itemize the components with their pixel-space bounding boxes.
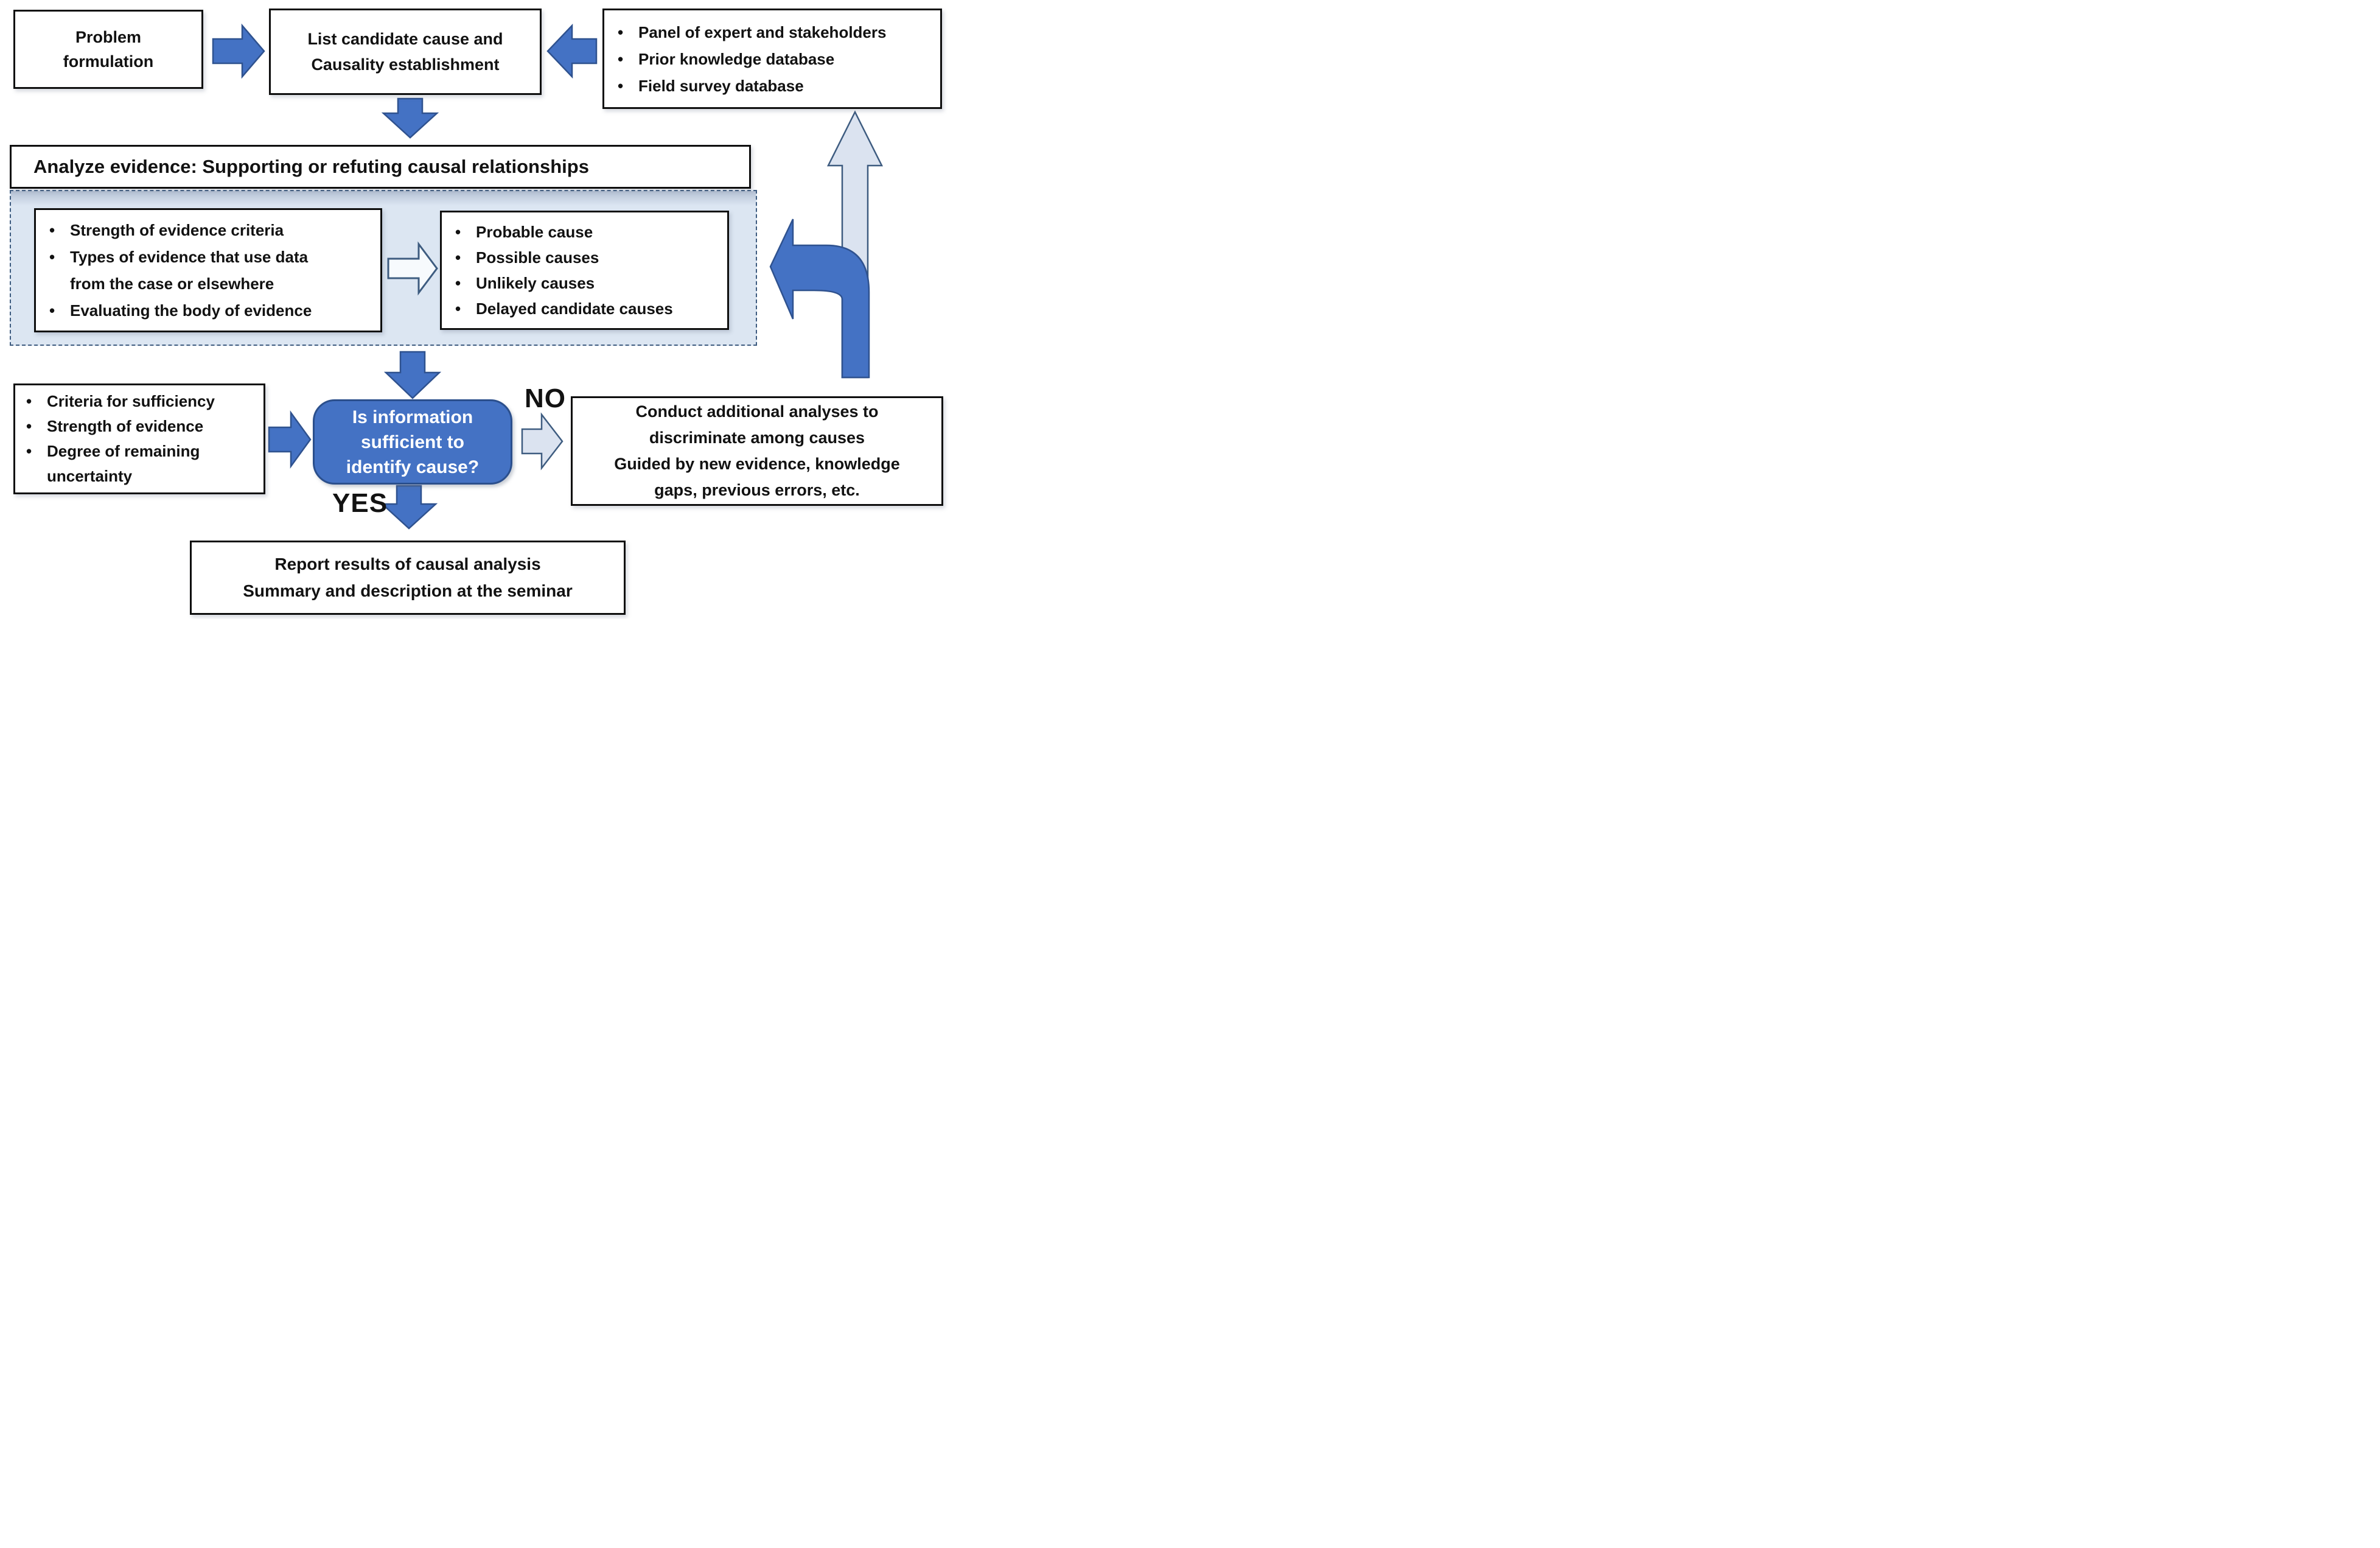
box-text-line: Causality establishment	[311, 55, 500, 74]
list-item-text: Delayed candidate causes	[476, 299, 673, 318]
sufficiency-criteria-box: • Criteria for sufficiency • Strength of…	[13, 383, 265, 494]
bullet-icon: •	[618, 76, 624, 95]
list-candidate-cause-box: List candidate cause and Causality estab…	[269, 9, 542, 95]
report-results-box: Report results of causal analysis Summar…	[190, 541, 626, 615]
bullet-icon: •	[49, 221, 55, 239]
box-text-line: gaps, previous errors, etc.	[654, 481, 860, 499]
decision-text-line: identify cause?	[346, 457, 480, 477]
arrow-list-to-analyze	[381, 97, 439, 139]
list-item-text: Strength of evidence criteria	[70, 221, 284, 239]
list-item-text: Panel of expert and stakeholders	[638, 23, 887, 41]
additional-analyses-box: Conduct additional analyses to discrimin…	[571, 396, 943, 506]
list-item-text: Probable cause	[476, 223, 593, 241]
list-item: • Strength of evidence	[24, 414, 259, 439]
no-branch-label: NO	[525, 383, 566, 413]
box-text-line: Summary and description at the seminar	[243, 581, 573, 600]
bullet-icon: •	[455, 274, 461, 292]
list-item-text: Prior knowledge database	[638, 49, 835, 68]
bullet-icon: •	[455, 299, 461, 318]
feedback-bent-left-arrow	[769, 219, 870, 379]
bullet-icon: •	[618, 23, 624, 41]
list-item: • Delayed candidate causes	[453, 296, 722, 321]
bullet-icon: •	[455, 248, 461, 267]
list-item: • Possible causes	[453, 245, 722, 270]
box-text-line: Problem	[75, 28, 142, 46]
box-text-line: Conduct additional analyses to	[635, 402, 879, 421]
list-item-text: Strength of evidence	[47, 417, 204, 435]
decision-text-line: Is information	[352, 407, 473, 427]
list-item: • Probable cause	[453, 219, 722, 245]
box-text-line: Guided by new evidence, knowledge	[614, 455, 900, 473]
bullet-icon: •	[26, 392, 32, 410]
list-item-text: Degree of remaining uncertainty	[47, 442, 200, 485]
bullet-icon: •	[26, 417, 32, 435]
bullet-icon: •	[49, 248, 55, 266]
list-item-text: Field survey database	[638, 76, 804, 95]
arrow-yes-to-report	[380, 485, 438, 530]
evidence-criteria-box: • Strength of evidence criteria • Types …	[34, 208, 382, 332]
list-item-text: Unlikely causes	[476, 274, 595, 292]
bullet-icon: •	[49, 301, 55, 320]
problem-formulation-box: Problem formulation	[13, 10, 203, 89]
arrow-no-to-conduct	[521, 412, 564, 471]
box-text-line: Report results of causal analysis	[274, 555, 541, 573]
list-item-text: Criteria for sufficiency	[47, 392, 215, 410]
decision-text-line: sufficient to	[361, 432, 464, 452]
decision-node: Is information sufficient to identify ca…	[313, 399, 512, 485]
bullet-icon: •	[455, 223, 461, 241]
arrow-region-to-decision	[383, 351, 442, 399]
box-text-line: discriminate among causes	[649, 429, 865, 447]
list-item: • Degree of remaining uncertainty	[24, 439, 259, 489]
causal-analysis-flowchart: Problem formulation List candidate cause…	[0, 0, 952, 619]
list-item: • Types of evidence that use data from t…	[47, 243, 375, 297]
feedback-up-arrow	[826, 110, 884, 379]
box-text-line: formulation	[63, 52, 154, 71]
list-item: • Criteria for sufficiency	[24, 389, 259, 414]
arrow-panel-to-list	[546, 23, 598, 79]
list-item-text: Evaluating the body of evidence	[70, 301, 312, 320]
knowledge-sources-box: • Panel of expert and stakeholders • Pri…	[602, 9, 942, 109]
list-item: • Evaluating the body of evidence	[47, 297, 375, 324]
box-text-line: List candidate cause and	[307, 30, 503, 48]
list-item: • Prior knowledge database	[615, 46, 935, 72]
arrow-criteria-to-decision	[268, 410, 312, 469]
bullet-icon: •	[26, 442, 32, 460]
list-item-text: Possible causes	[476, 248, 599, 267]
analyze-evidence-title: Analyze evidence: Supporting or refuting…	[33, 156, 589, 177]
list-item: • Strength of evidence criteria	[47, 217, 375, 243]
arrow-problem-to-list	[212, 23, 265, 79]
list-item: • Field survey database	[615, 72, 935, 99]
list-item: • Unlikely causes	[453, 270, 722, 296]
list-item-text: Types of evidence that use data from the…	[70, 248, 309, 293]
analyze-evidence-bar: Analyze evidence: Supporting or refuting…	[10, 145, 751, 189]
yes-branch-label: YES	[332, 488, 388, 518]
bullet-icon: •	[618, 49, 624, 68]
list-item: • Panel of expert and stakeholders	[615, 19, 935, 46]
cause-categories-box: • Probable cause • Possible causes • Unl…	[440, 211, 729, 330]
